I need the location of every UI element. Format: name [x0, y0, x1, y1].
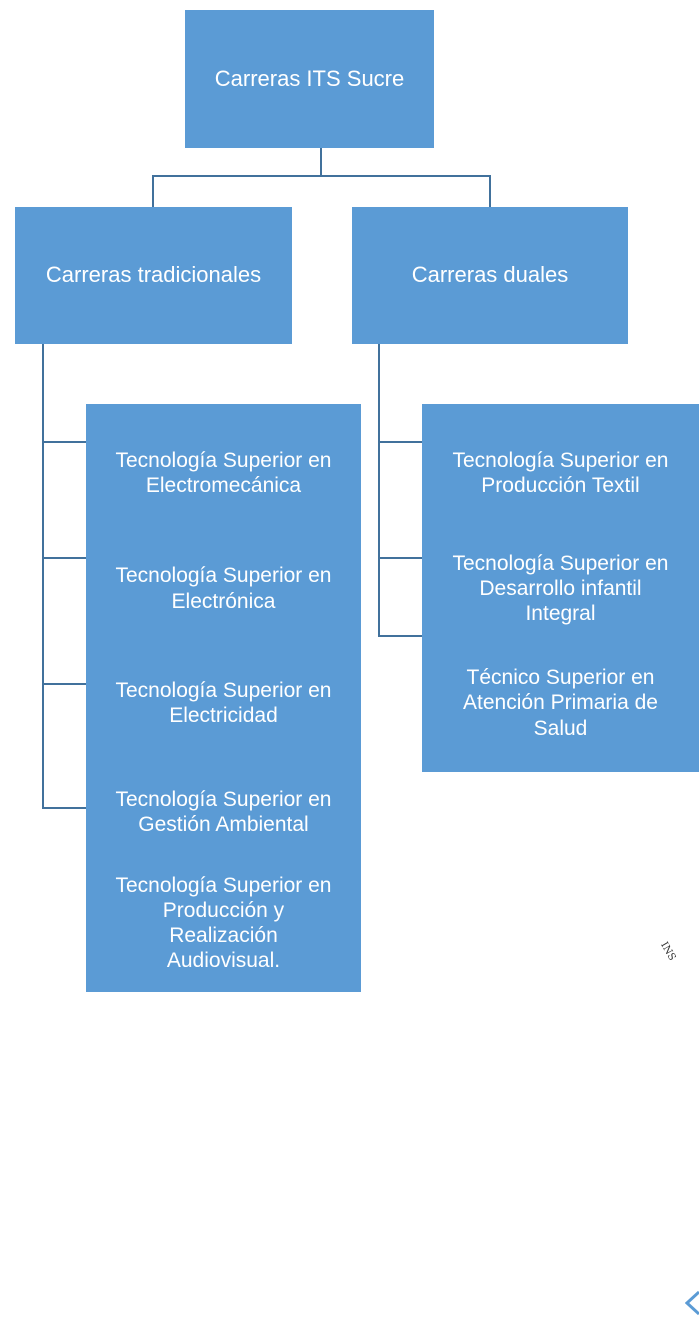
connector-left-trunk: [42, 344, 44, 809]
branch-node-tradicionales: Carreras tradicionales: [15, 207, 292, 344]
connector-right-tick-1: [378, 441, 422, 443]
connector-left-tick-2: [42, 557, 86, 559]
connector-branch-bar: [152, 175, 491, 177]
connector-right-tick-3: [378, 635, 422, 637]
career-node-atencion-primaria: Técnico Superior en Atención Primaria de…: [422, 634, 699, 772]
root-node: Carreras ITS Sucre: [185, 10, 434, 148]
connector-right-trunk: [378, 344, 380, 636]
branch-node-duales: Carreras duales: [352, 207, 628, 344]
connector-root-stem: [320, 148, 322, 176]
connector-right-tick-2: [378, 557, 422, 559]
connector-right-drop: [489, 175, 491, 207]
connector-left-tick-5: [42, 807, 86, 809]
career-node-audiovisual: Tecnología Superior en Producción y Real…: [86, 854, 361, 992]
logo-chevron-icon: [685, 1290, 699, 1316]
connector-left-tick-1: [42, 441, 86, 443]
institution-logo-fragment: INS: [658, 940, 678, 963]
connector-left-tick-3: [42, 683, 86, 685]
connector-left-drop: [152, 175, 154, 207]
